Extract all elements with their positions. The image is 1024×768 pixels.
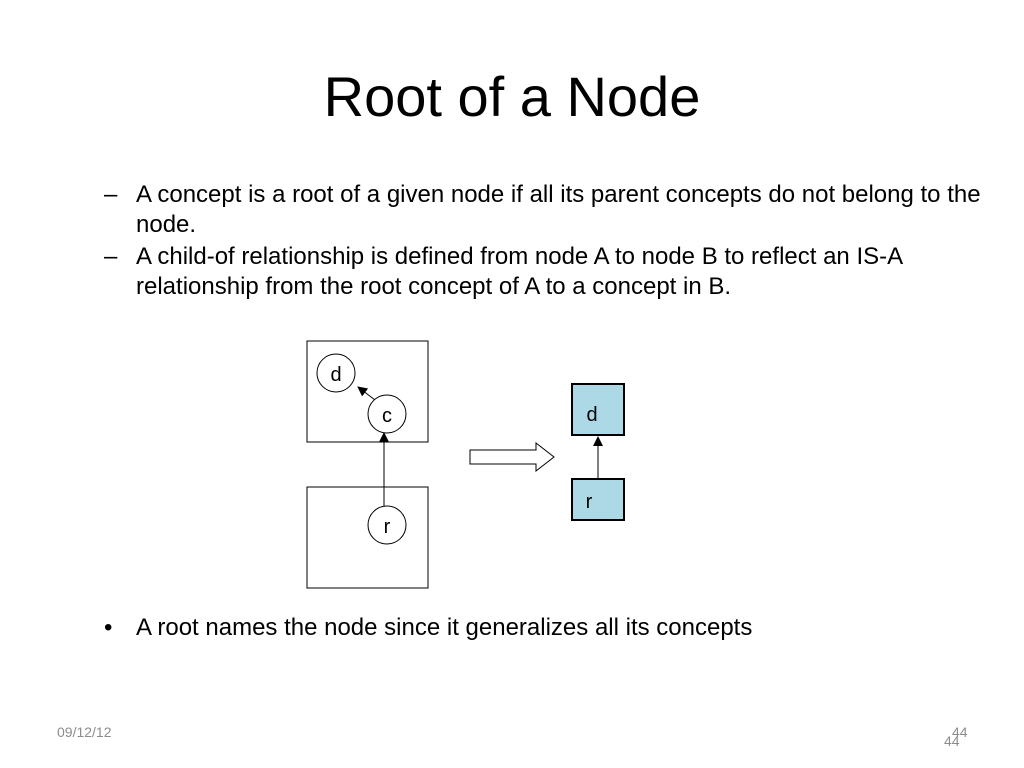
footer-page-number-duplicate: 44 [944, 733, 960, 749]
edge-c-to-d [357, 386, 376, 401]
dash-marker: – [104, 243, 118, 270]
concept-label-c: c [382, 405, 392, 427]
footer-date: 09/12/12 [57, 724, 112, 740]
concept-node-d: d [316, 353, 356, 393]
concept-node-c: c [367, 394, 407, 434]
bullet-text: A root names the node since it generaliz… [136, 614, 753, 641]
bullet-text: A child-of relationship is defined from … [136, 243, 902, 300]
result-node-r: r [571, 478, 625, 521]
slide-title: Root of a Node [323, 65, 701, 128]
dot-marker: • [104, 614, 113, 641]
footer-page-number: 44 [952, 724, 968, 740]
bullet-list: – A concept is a root of a given node if… [104, 180, 984, 304]
upper-node-box [306, 340, 429, 443]
concept-node-r: r [367, 505, 407, 545]
concept-label-d: d [330, 364, 341, 386]
dash-marker: – [104, 181, 118, 208]
bullet-item-root-definition: – A concept is a root of a given node if… [104, 180, 984, 240]
result-label-r: r [586, 491, 593, 513]
result-label-d: d [586, 404, 597, 426]
bullet-text: A concept is a root of a given node if a… [136, 181, 981, 238]
transform-arrow-icon [469, 441, 555, 473]
result-node-d: d [571, 383, 625, 436]
lower-node-box [306, 486, 429, 589]
bullet-item-root-names-node: • A root names the node since it general… [104, 613, 1016, 643]
bullet-item-child-of: – A child-of relationship is defined fro… [104, 242, 984, 302]
concept-label-r: r [384, 516, 391, 538]
